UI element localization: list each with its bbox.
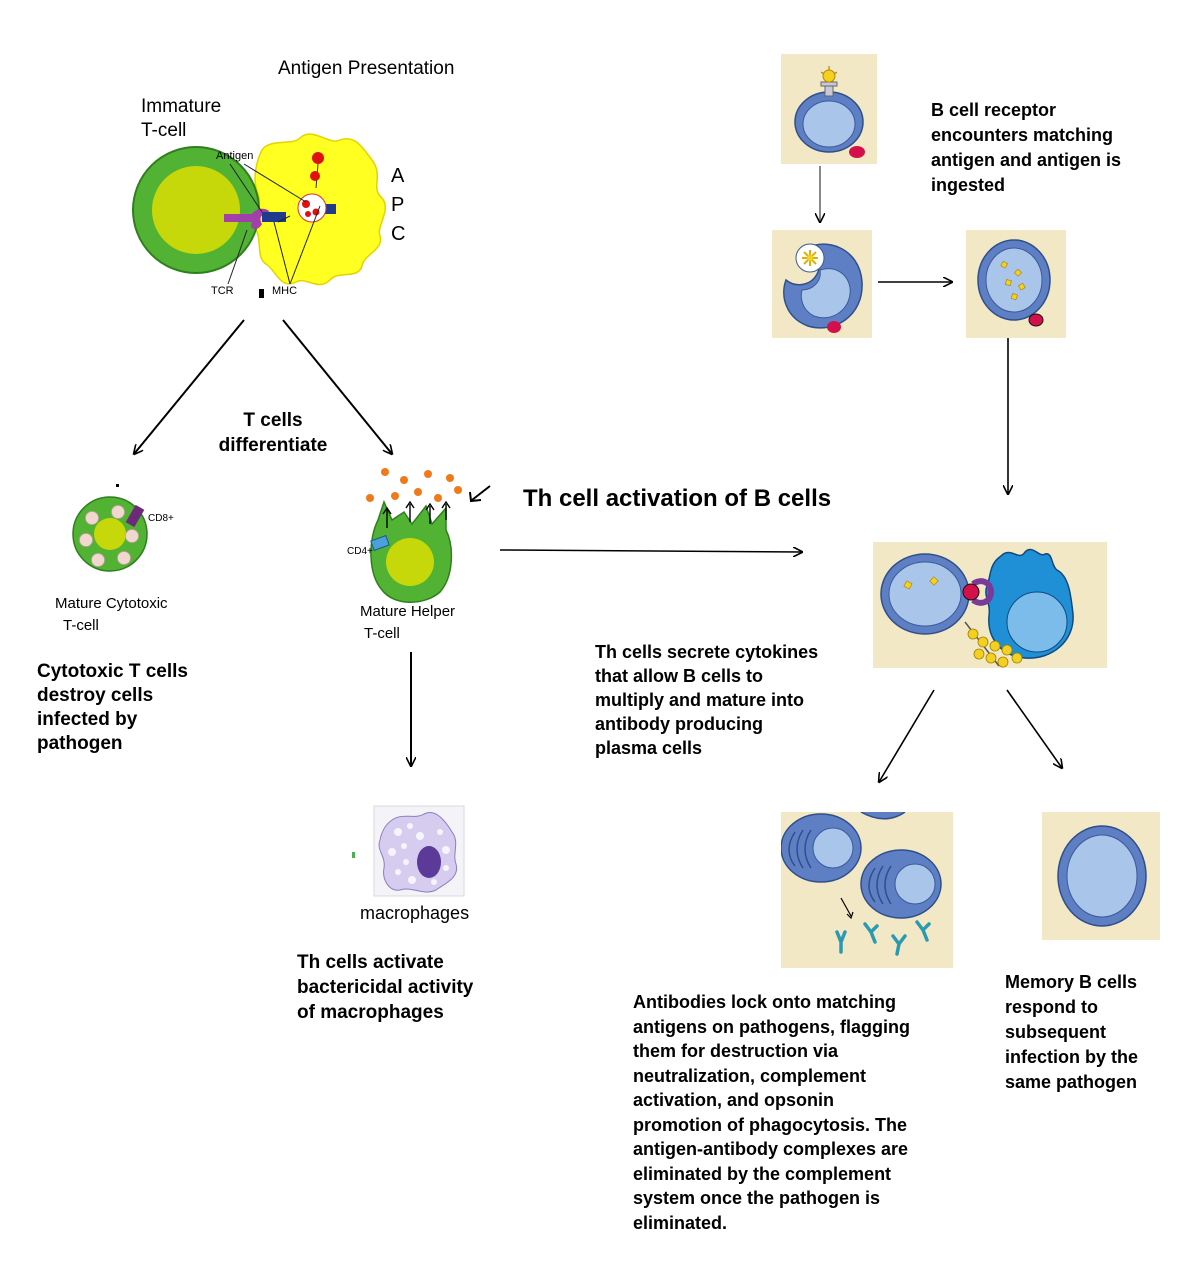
macrophage-description-line2: bactericidal activity	[297, 977, 474, 998]
cytokines-text-line1: Th cells secrete cytokines	[595, 642, 819, 662]
cytotoxic-description: Cytotoxic T cells destroy cells infected…	[37, 660, 188, 756]
immature-tcell-label: Immature T-cell	[141, 95, 221, 143]
bcr-encounter-text-line1: B cell receptor	[931, 100, 1057, 120]
panel-memory-bcell	[1042, 812, 1160, 940]
cytokines-text: Th cells secrete cytokines that allow B …	[595, 640, 818, 760]
cytokines-text-line3: multiply and mature into	[595, 690, 805, 710]
antigen-presentation-title: Antigen Presentation	[278, 58, 455, 79]
mhc-molecule	[262, 212, 286, 222]
arrow-to-cytotoxic	[134, 319, 245, 454]
macrophage-nucleus	[417, 846, 441, 878]
secretion-arrows	[382, 500, 451, 528]
arrow-small-pointer	[469, 485, 491, 503]
tcr-label: TCR	[211, 285, 234, 297]
macrophage-description: Th cells activate bactericidal activity …	[297, 950, 473, 1025]
cytokines-text-line4: antibody producing	[595, 714, 763, 734]
apc-label-c: C	[391, 223, 406, 245]
antigen-label: Antigen	[216, 150, 254, 162]
bcr-encounter-text: B cell receptor encounters matching anti…	[931, 98, 1121, 198]
immature-tcell-label-line2: T-cell	[141, 120, 187, 141]
antibodies-text: Antibodies lock onto matching antigens o…	[633, 990, 910, 1235]
t-cells-differentiate-text: T cells differentiate	[208, 408, 338, 458]
th-activation-title: Th cell activation of B cells	[523, 485, 832, 512]
mature-cytotoxic-label-line1: Mature Cytotoxic	[55, 595, 168, 612]
cd8-receptor	[125, 504, 145, 528]
mature-helper-label-line1: Mature Helper	[360, 603, 456, 620]
memory-bcell-text-line1: Memory B cells	[1005, 972, 1138, 992]
antibodies-text-line5: activation, and opsonin	[633, 1090, 835, 1110]
antibodies-text-line1: Antibodies lock onto matching	[633, 992, 897, 1012]
cytotoxic-description-line1: Cytotoxic T cells	[37, 661, 188, 682]
antigen-particle	[312, 152, 324, 164]
antibodies-text-line7: antigen-antibody complexes are	[633, 1139, 909, 1159]
memory-bcell-text-line4: infection by the	[1005, 1047, 1139, 1067]
antibodies-text-line9: system once the pathogen is	[633, 1188, 881, 1208]
macrophage-description-line3: of macrophages	[297, 1002, 444, 1023]
antibody-icons	[835, 920, 931, 956]
mature-helper-label-line2: T-cell	[364, 625, 400, 642]
immature-tcell-nucleus	[152, 166, 240, 254]
cytotoxic-description-line2: destroy cells	[37, 685, 154, 706]
tcr-receptor	[224, 208, 270, 230]
cd4-label: CD4+	[347, 546, 373, 557]
cd8-label: CD8+	[148, 513, 174, 524]
arrow-helper-to-bcell-activation	[499, 550, 802, 552]
arrow-to-memory	[1006, 689, 1062, 768]
mature-cytotoxic-label-line2: T-cell	[63, 617, 99, 634]
bcr-encounter-text-line4: ingested	[931, 175, 1006, 195]
arrow-to-plasma	[879, 689, 935, 782]
antibodies-text-line2: antigens on pathogens, flagging	[633, 1016, 910, 1037]
macrophages-label: macrophages	[360, 903, 470, 923]
memory-bcell-text-line3: subsequent	[1005, 1022, 1107, 1042]
macrophage-vacuoles	[388, 823, 450, 885]
cytotoxic-tcell-nucleus	[94, 518, 126, 550]
t-cells-differentiate-line2: differentiate	[218, 435, 328, 456]
antibodies-text-line10: eliminated.	[633, 1212, 728, 1233]
apc-label-a: A	[391, 165, 405, 187]
memory-bcell-text-line2: respond to	[1005, 997, 1098, 1017]
cytokines-text-line2: that allow B cells to	[595, 666, 764, 686]
panel-plasma-antibodies	[781, 812, 953, 968]
tiny-green-mark	[352, 852, 355, 858]
panel-antigen-ingested	[966, 230, 1066, 338]
cytokines-text-line5: plasma cells	[595, 738, 703, 758]
cytotoxic-description-line4: pathogen	[37, 733, 123, 754]
helper-tcell-nucleus	[386, 538, 434, 586]
antibodies-text-line6: promotion of phagocytosis. The	[633, 1114, 907, 1135]
memory-bcell-text-line5: same pathogen	[1005, 1072, 1138, 1092]
mature-cytotoxic-label: Mature Cytotoxic T-cell	[55, 593, 168, 637]
apc-label: A P C	[391, 162, 405, 249]
t-cells-differentiate-line1: T cells	[243, 410, 303, 431]
panel-bcr-encounter	[781, 54, 877, 164]
cd4-receptor	[370, 534, 390, 552]
bcr-encounter-text-line2: encounters matching	[931, 125, 1114, 145]
cytotoxic-description-line3: infected by	[37, 709, 138, 730]
mature-helper-label: Mature Helper T-cell	[360, 601, 455, 645]
cytotoxic-granules	[79, 505, 139, 567]
macrophage-description-line1: Th cells activate	[297, 952, 444, 973]
memory-bcell-text: Memory B cells respond to subsequent inf…	[1005, 970, 1138, 1095]
small-mark	[259, 289, 264, 298]
mhc-label: MHC	[272, 285, 298, 297]
antibodies-text-line4: neutralization, complement	[633, 1065, 867, 1086]
bcr-encounter-text-line3: antigen and antigen is	[931, 150, 1122, 170]
arrow-to-helper	[282, 319, 392, 454]
panel-antigen-engulfing	[772, 230, 872, 338]
apc-label-p: P	[391, 194, 405, 216]
antibodies-text-line8: eliminated by the complement	[633, 1163, 892, 1184]
immature-tcell-label-line1: Immature	[141, 96, 222, 117]
antibodies-text-line3: them for destruction via	[633, 1041, 839, 1061]
panel-th-bcell-interaction	[873, 542, 1107, 668]
